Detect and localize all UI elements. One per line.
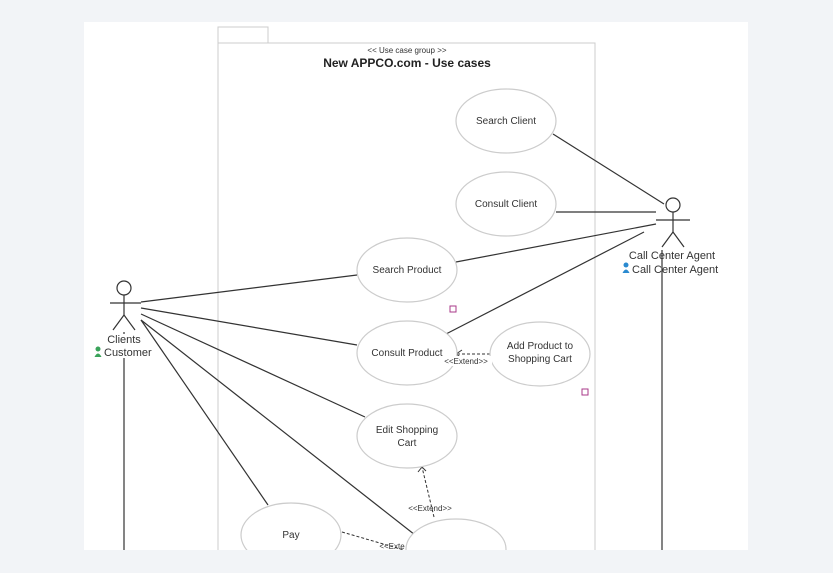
usecase-consult-client-label: Consult Client — [475, 199, 537, 210]
assoc-clients-consult-product[interactable] — [140, 307, 358, 346]
usecase-pay-label: Pay — [282, 530, 299, 541]
extend-pay[interactable] — [341, 531, 405, 550]
actor-clients-role: Customer — [104, 347, 152, 359]
extend-relations — [341, 353, 490, 550]
actor-clients[interactable] — [110, 280, 141, 331]
actor-clients-leg-left — [112, 314, 125, 331]
usecase-edit-cart-label-2: Cart — [398, 438, 417, 449]
package-stereotype: << Use case group >> — [367, 46, 446, 55]
actor-agent-head — [665, 197, 681, 213]
actor-agent-leg-right — [672, 231, 685, 248]
actor-clients-label-bg — [110, 334, 148, 358]
assoc-clients-edit-cart[interactable] — [140, 313, 366, 418]
usecase-add-to-cart[interactable] — [489, 321, 591, 387]
extend-pay-label: <<Exte — [379, 542, 405, 550]
agent-role-icon — [622, 262, 630, 273]
note-marker-icon[interactable] — [449, 305, 457, 313]
customer-role-icon — [94, 346, 102, 357]
extend-edit-label: <<Extend>> — [408, 504, 452, 513]
use-case-diagram: << Use case group >> New APPCO.com - Use… — [94, 26, 718, 550]
usecase-edit-cart[interactable] — [356, 403, 458, 469]
extend-to-edit-cart[interactable] — [421, 466, 435, 518]
actor-agent-role: Call Center Agent — [632, 264, 718, 276]
usecase-edit-cart-label-1: Edit Shopping — [376, 425, 438, 436]
assoc-agent-search-product[interactable] — [455, 223, 657, 263]
extend-add-label: <<Extend>> — [444, 357, 488, 366]
actor-clients-name: Clients — [107, 334, 141, 346]
package-tab — [217, 26, 269, 45]
usecase-search-client-label: Search Client — [476, 116, 536, 127]
usecase-checkout[interactable] — [405, 518, 507, 550]
usecase-add-to-cart-label-1: Add Product to — [507, 341, 574, 352]
assoc-agent-search-client[interactable] — [552, 133, 665, 205]
note-marker-icon[interactable] — [581, 388, 589, 396]
assoc-clients-search-product[interactable] — [140, 274, 358, 303]
actor-agent-leg-left — [661, 231, 674, 248]
usecase-consult-product-label: Consult Product — [371, 348, 442, 359]
usecase-pay[interactable] — [240, 502, 342, 550]
assoc-clients-checkout[interactable] — [140, 319, 425, 543]
usecase-search-product-label: Search Product — [373, 265, 442, 276]
usecase-search-client[interactable] — [455, 88, 557, 154]
usecase-consult-product[interactable] — [356, 320, 458, 386]
actor-clients-leg-right — [123, 314, 136, 331]
usecase-add-to-cart-label-2: Shopping Cart — [508, 354, 572, 365]
assoc-clients-pay[interactable] — [140, 319, 269, 506]
package-title: New APPCO.com - Use cases — [323, 56, 491, 70]
actor-agent[interactable] — [656, 197, 690, 248]
usecase-search-product[interactable] — [356, 237, 458, 303]
diagram-canvas[interactable]: << Use case group >> New APPCO.com - Use… — [84, 22, 748, 550]
actor-clients-head — [116, 280, 132, 296]
use-cases — [240, 88, 591, 550]
extend-add-label-bg — [440, 356, 492, 366]
usecase-consult-client[interactable] — [455, 171, 557, 237]
actor-agent-name: Call Center Agent — [629, 250, 715, 262]
associations — [123, 133, 665, 550]
assoc-agent-consult-product[interactable] — [445, 231, 645, 335]
